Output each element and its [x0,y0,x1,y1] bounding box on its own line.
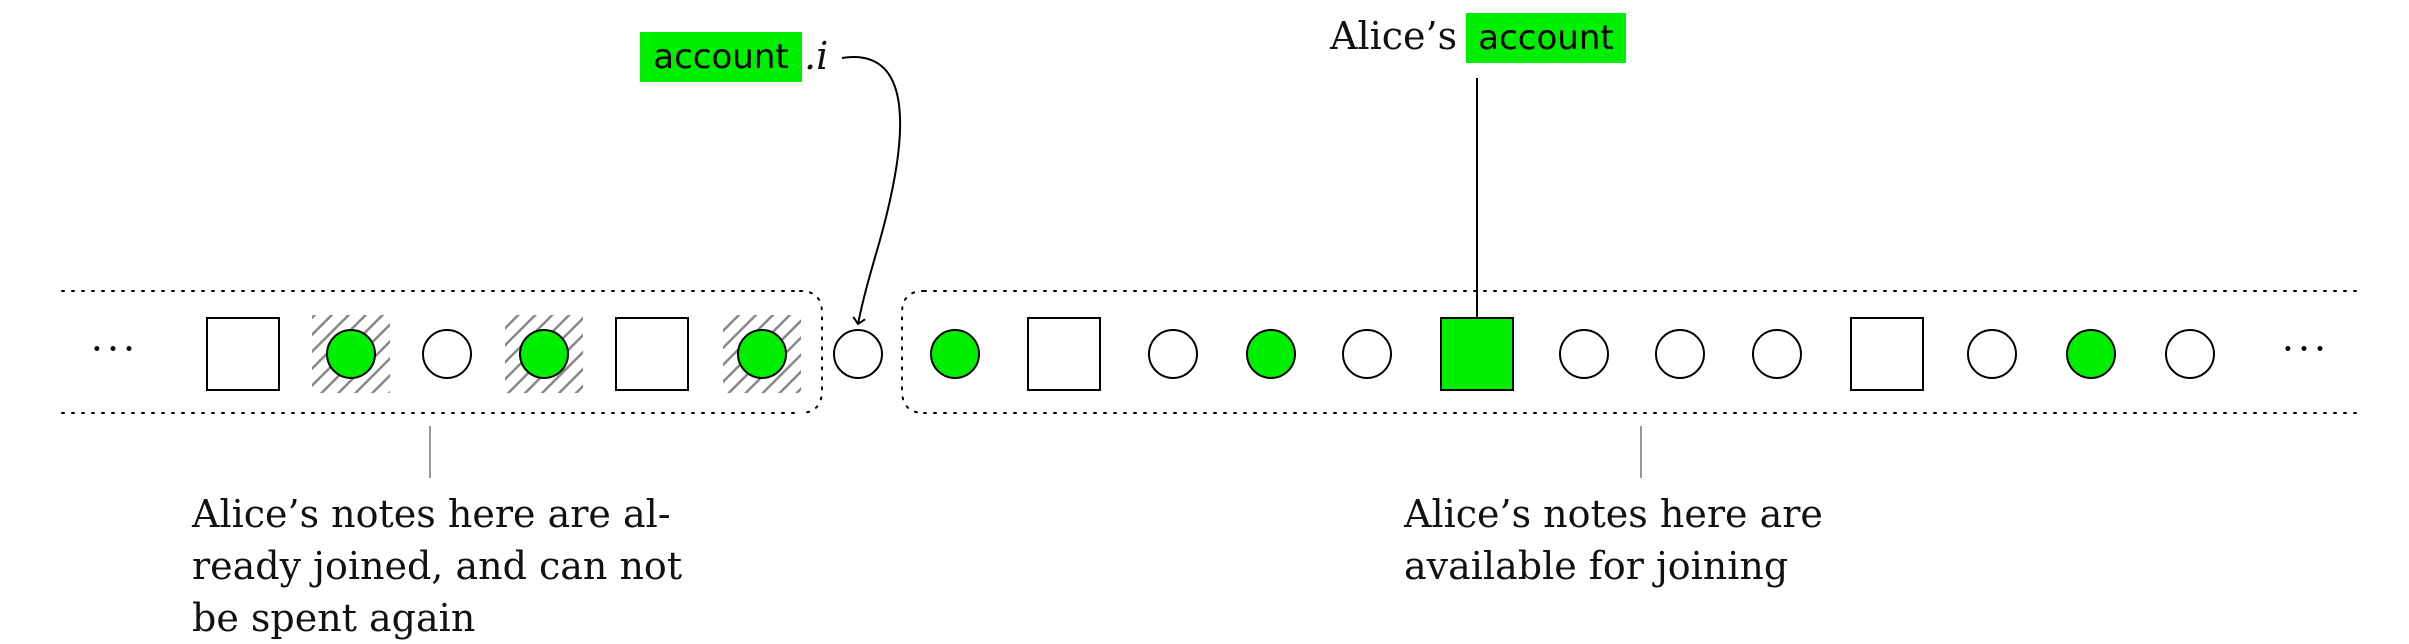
sequence-boundaries [61,290,2361,414]
joined-caption-line: be spent again [192,596,476,640]
available-caption-line: available for joining [1404,544,1789,588]
index-suffix: .i [804,34,829,78]
other-note [422,329,472,379]
notes-sequence [206,315,2215,393]
joined-caption-line: Alice’s notes here are al- [192,492,671,536]
index-arrow [841,56,902,326]
note-block [206,317,280,391]
other-note [1752,329,1802,379]
other-note [1967,329,2017,379]
other-note [1342,329,1392,379]
alice-joined-note [519,329,569,379]
other-note [833,329,883,379]
other-note [1655,329,1705,379]
alice-label: Alice’s [1330,14,1458,58]
alice-note [1246,329,1296,379]
trailing-ellipsis: ··· [2282,327,2330,371]
alice-account-highlight: account [1466,13,1626,63]
note-block [615,317,689,391]
alice-joined-note [326,329,376,379]
other-note [1148,329,1198,379]
alice-account-block [1440,317,1514,391]
joined-notes-caption: Alice’s notes here are al- ready joined,… [192,488,682,644]
leading-ellipsis: ··· [91,327,139,371]
note-block [1850,317,1924,391]
boundary-left-group-end [799,290,823,414]
index-account-highlight: account [640,32,802,82]
alice-note [2066,329,2116,379]
note-block [1027,317,1101,391]
joined-caption-line: ready joined, and can not [192,544,683,588]
other-note [2165,329,2215,379]
other-note [1559,329,1609,379]
boundary-right-group-start [901,290,925,414]
available-caption-line: Alice’s notes here are [1404,492,1823,536]
alice-note [930,329,980,379]
alice-joined-note [737,329,787,379]
available-notes-caption: Alice’s notes here are available for joi… [1404,488,1823,592]
